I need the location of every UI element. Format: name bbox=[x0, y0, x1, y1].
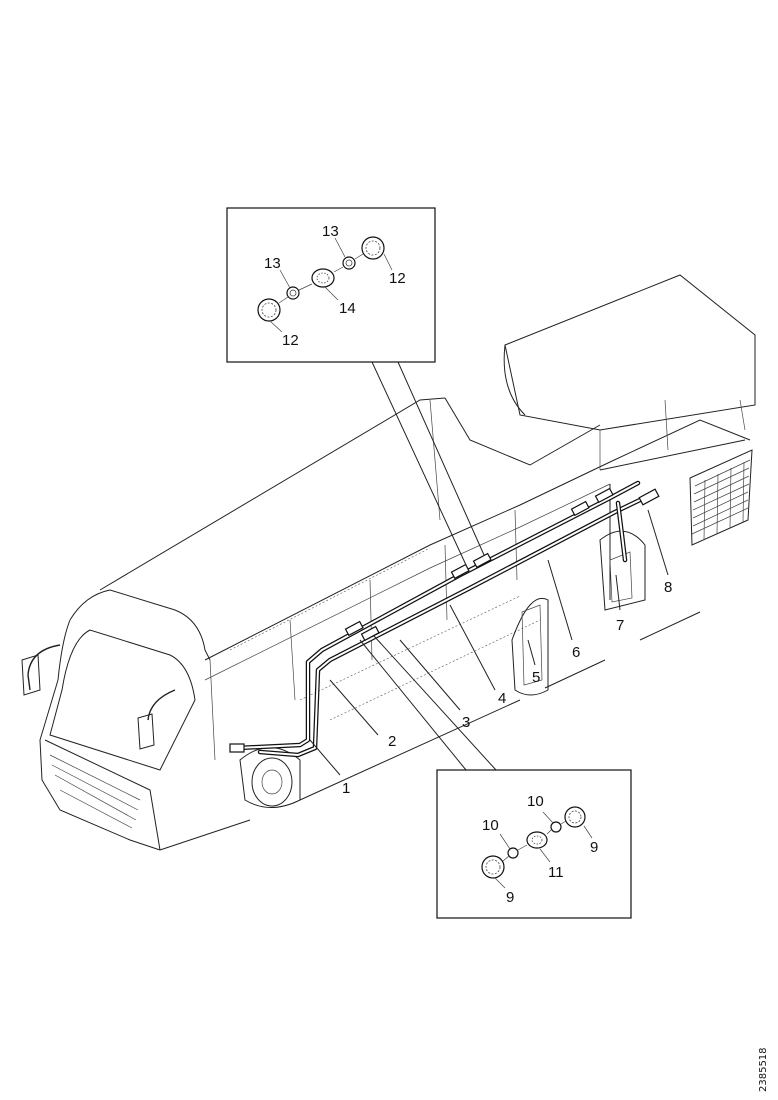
callout-4: 4 bbox=[498, 690, 506, 707]
callout-labels: 1 2 3 4 5 6 7 8 13 13 12 14 12 10 10 9 1… bbox=[264, 223, 672, 906]
figure-id: 2385518 bbox=[758, 1047, 769, 1092]
bus-body-outline bbox=[21, 397, 751, 851]
detail-callout-12-right: 12 bbox=[389, 270, 406, 287]
detail-callout-10-upper: 10 bbox=[527, 793, 544, 810]
detail-callout-9-left: 9 bbox=[506, 889, 514, 906]
callout-6: 6 bbox=[572, 644, 580, 661]
callout-1: 1 bbox=[342, 780, 350, 797]
callout-2: 2 bbox=[388, 733, 396, 750]
detail-callout-12-left: 12 bbox=[282, 332, 299, 349]
roof-unit bbox=[503, 274, 756, 471]
detail-box-upper bbox=[226, 207, 436, 363]
callout-5: 5 bbox=[532, 669, 540, 686]
callout-3: 3 bbox=[462, 714, 470, 731]
pipe-assembly bbox=[229, 480, 660, 758]
detail-callout-11: 11 bbox=[548, 864, 564, 881]
detail-callout-13-upper: 13 bbox=[322, 223, 339, 240]
detail-callout-14: 14 bbox=[339, 300, 356, 317]
detail-box-lower bbox=[436, 769, 632, 919]
rear-grille bbox=[689, 449, 753, 546]
detail-callout-10-left: 10 bbox=[482, 817, 499, 834]
callout-7: 7 bbox=[616, 617, 624, 634]
detail-callout-9-right: 9 bbox=[590, 839, 598, 856]
detail-callout-13-left: 13 bbox=[264, 255, 281, 272]
callout-8: 8 bbox=[664, 579, 672, 596]
leader-lines bbox=[309, 361, 669, 776]
